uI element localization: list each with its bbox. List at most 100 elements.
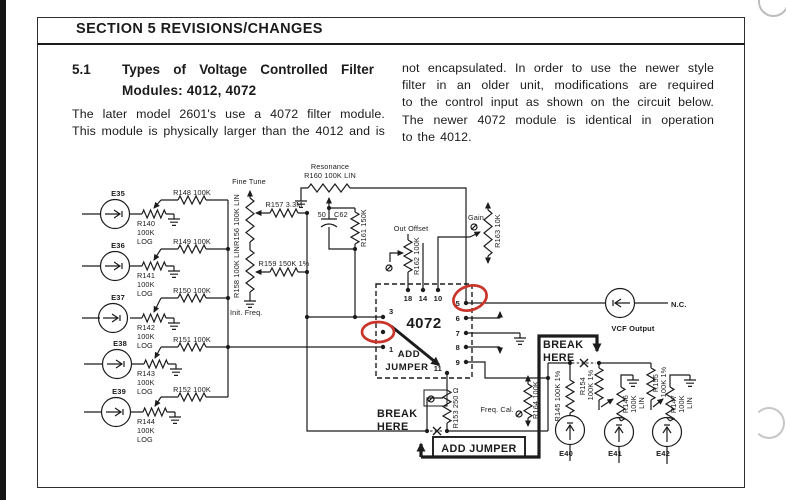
svg-text:LOG: LOG (137, 237, 153, 246)
input-row-e39 (84, 392, 228, 428)
pin-14: 14 (419, 294, 428, 303)
bottom-cv-wire (430, 363, 549, 436)
add-jumper-callout: ADD JUMPER (441, 443, 516, 455)
r161-label: R161 150K (359, 209, 368, 247)
paragraph-line: to the 4012. (402, 129, 472, 144)
pin-5: 5 (456, 299, 460, 308)
red-circle-pin2 (360, 320, 396, 344)
e40-label: E40 (559, 449, 573, 458)
pin-8: 8 (456, 343, 460, 352)
e40-branch (554, 363, 586, 461)
r158-label: R158 100K LIN (232, 246, 241, 298)
svg-text:LOG: LOG (137, 435, 153, 444)
paragraph-right: not encapsulated. In order to use the ne… (402, 61, 714, 147)
resonance-label: Resonance (311, 162, 349, 171)
jack-label: E38 (113, 339, 127, 348)
pin-1: 1 (389, 345, 393, 354)
section-heading-line2: Modules: 4012, 4072 (122, 83, 257, 98)
header-rule (37, 42, 745, 46)
svg-text:100K: 100K (137, 280, 155, 289)
out-offset-section (385, 234, 470, 290)
resistor-label: R148 100K (173, 188, 211, 197)
e41-branch (594, 363, 640, 463)
pin-10: 10 (434, 294, 443, 303)
jack-label: E37 (111, 293, 125, 302)
break-here-right-1: BREAK (543, 339, 583, 351)
input-row-e38 (84, 342, 207, 380)
r159-label: R159 150K 1% (259, 259, 310, 268)
red-markup (360, 284, 488, 344)
divider-sum-wire (548, 358, 651, 368)
c62-label: C62 (334, 210, 348, 219)
pot-label: R141 (137, 271, 155, 280)
schematic-labels: E35 R148 100K R140 100K LOG E36 R149 100… (111, 162, 694, 458)
module-right-pins (466, 302, 605, 379)
module-number: 4072 (406, 315, 441, 332)
paragraph-line: The newer 4072 module is identical in op… (402, 112, 714, 127)
r146-label: R146 100K LIN (621, 393, 646, 413)
e42-label: E42 (656, 449, 670, 458)
r145-label: R145 100K 1% (553, 370, 562, 421)
break-here-mid-1: BREAK (377, 408, 417, 420)
paragraph-left: The later model 2601's use a 4072 filter… (72, 107, 385, 141)
r147-label: R147 100K LIN (669, 393, 694, 413)
section-heading-line1: Types of Voltage Controlled Filter (122, 62, 374, 77)
r164-label: R164 100K (531, 381, 540, 419)
svg-text:LOG: LOG (137, 387, 153, 396)
r162-label: R162 100K (412, 237, 421, 275)
add-jumper-inner-2: JUMPER (385, 362, 428, 373)
input-row-e37 (82, 293, 228, 334)
freq-cal-section (515, 375, 533, 427)
add-jumper-box (432, 436, 526, 458)
paragraph-line: to the control input as shown on the cir… (402, 95, 714, 110)
vcf-output-jack (604, 287, 668, 319)
break-here-mid-2: HERE (377, 421, 409, 433)
gain-section (469, 202, 493, 264)
input-row-e35 (82, 195, 228, 230)
jack-label: E36 (111, 241, 125, 250)
add-jumper-arrow (390, 324, 441, 367)
paragraph-line: not encapsulated. In order to use the ne… (402, 61, 714, 75)
pot-label: R142 (137, 323, 155, 332)
scan-artifact (758, 0, 786, 17)
e42-branch (646, 363, 697, 464)
freq-cal-label: Freq. Cal. (480, 405, 514, 414)
c62-value: 50 (318, 210, 326, 219)
page-border (37, 17, 745, 488)
r153-trimmer (423, 373, 452, 431)
paragraph-line: filter in an older unit, modifications a… (402, 78, 714, 93)
r156-label: R156 100K LIN (232, 194, 241, 246)
fine-tune-section (243, 190, 427, 432)
r157-label: R157 3.3M (265, 200, 302, 209)
jack-label: E39 (112, 387, 126, 396)
pin-9: 9 (456, 358, 460, 367)
pot-label: R144 (137, 417, 155, 426)
pot-label: R143 (137, 369, 155, 378)
paragraph-line: This module is physically larger than th… (72, 124, 385, 139)
vcf-output-label: VCF Output (611, 324, 655, 333)
svg-text:100K: 100K (137, 332, 155, 341)
fine-tune-label: Fine Tune (232, 177, 266, 186)
red-circle-pin5 (452, 284, 488, 312)
resistor-label: R150 100K (173, 286, 211, 295)
r160-label: R160 100K LIN (304, 171, 356, 180)
svg-text:LOG: LOG (137, 289, 153, 298)
add-jumper-inner-1: ADD (398, 349, 420, 360)
pot-label: R140 (137, 219, 155, 228)
svg-text:100K: 100K (137, 378, 155, 387)
jack-label: E35 (111, 189, 125, 198)
svg-text:100K: 100K (137, 228, 155, 237)
pin-7: 7 (456, 329, 460, 338)
input-row-e36 (82, 244, 228, 282)
resonance-section (294, 183, 467, 317)
r154-label: R154 100K 1% (578, 369, 595, 400)
section-number: 5.1 (72, 62, 91, 77)
r163-label: R163 10K (493, 214, 502, 248)
page-title: SECTION 5 REVISIONS/CHANGES (76, 21, 323, 37)
svg-text:100K: 100K (137, 426, 155, 435)
pin-11: 11 (434, 364, 442, 373)
r155-label: R155 100K 1% (651, 366, 668, 397)
scan-edge-strip (0, 0, 6, 500)
